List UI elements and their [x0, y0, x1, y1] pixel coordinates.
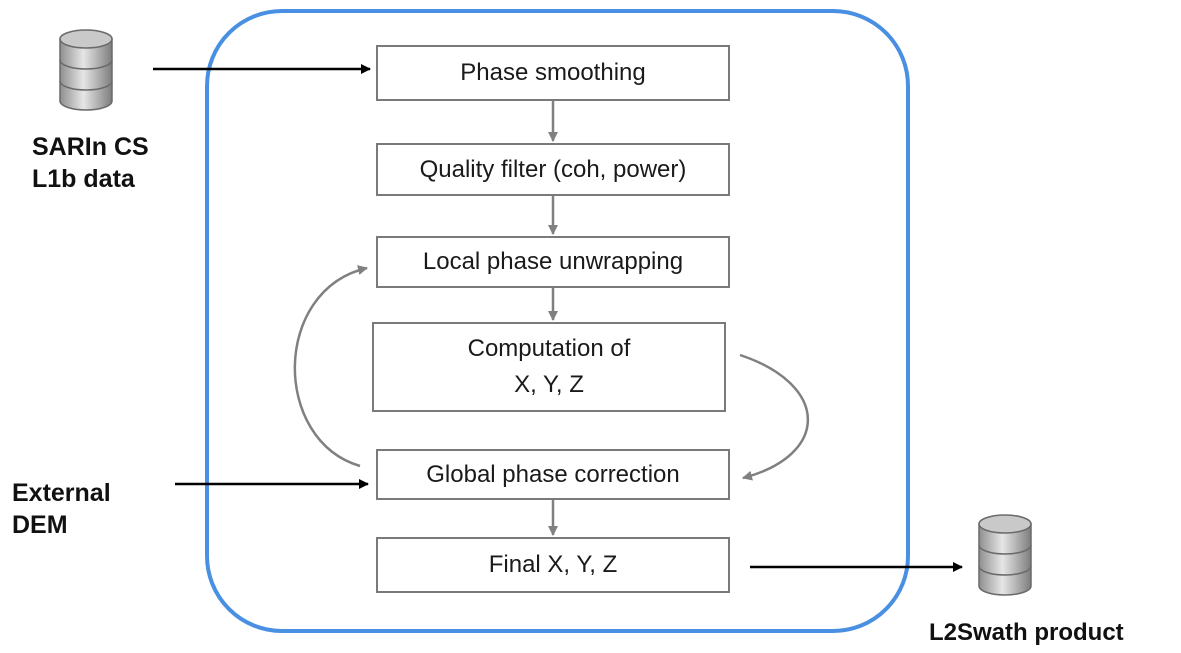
- step-quality-filter: Quality filter (coh, power): [376, 143, 730, 196]
- loop-arrow-right: [739, 353, 810, 481]
- processing-frame: [205, 9, 910, 633]
- input-label-dem: External DEM: [12, 479, 111, 539]
- database-icon: [978, 514, 1032, 596]
- input-label-l1b: SARIn CS L1b data: [32, 133, 149, 193]
- loop-arrow-left: [293, 265, 368, 468]
- step-label: Quality filter (coh, power): [419, 155, 687, 183]
- step-computation-xyz: Computation of X, Y, Z: [372, 322, 726, 412]
- step-label: Local phase unwrapping: [422, 248, 684, 275]
- step-label: Computation of X, Y, Z: [467, 335, 631, 398]
- step-phase-smoothing: Phase smoothing: [376, 45, 730, 101]
- step-label: Final X, Y, Z: [488, 551, 618, 578]
- step-final-xyz: Final X, Y, Z: [376, 537, 730, 593]
- output-label-l2swath: L2Swath product: [929, 619, 1124, 646]
- step-label: Global phase correction: [426, 460, 680, 488]
- step-label: Phase smoothing: [460, 59, 646, 86]
- step-local-phase-unwrapping: Local phase unwrapping: [376, 236, 730, 288]
- step-global-phase-correction: Global phase correction: [376, 449, 730, 500]
- database-icon: [59, 29, 113, 111]
